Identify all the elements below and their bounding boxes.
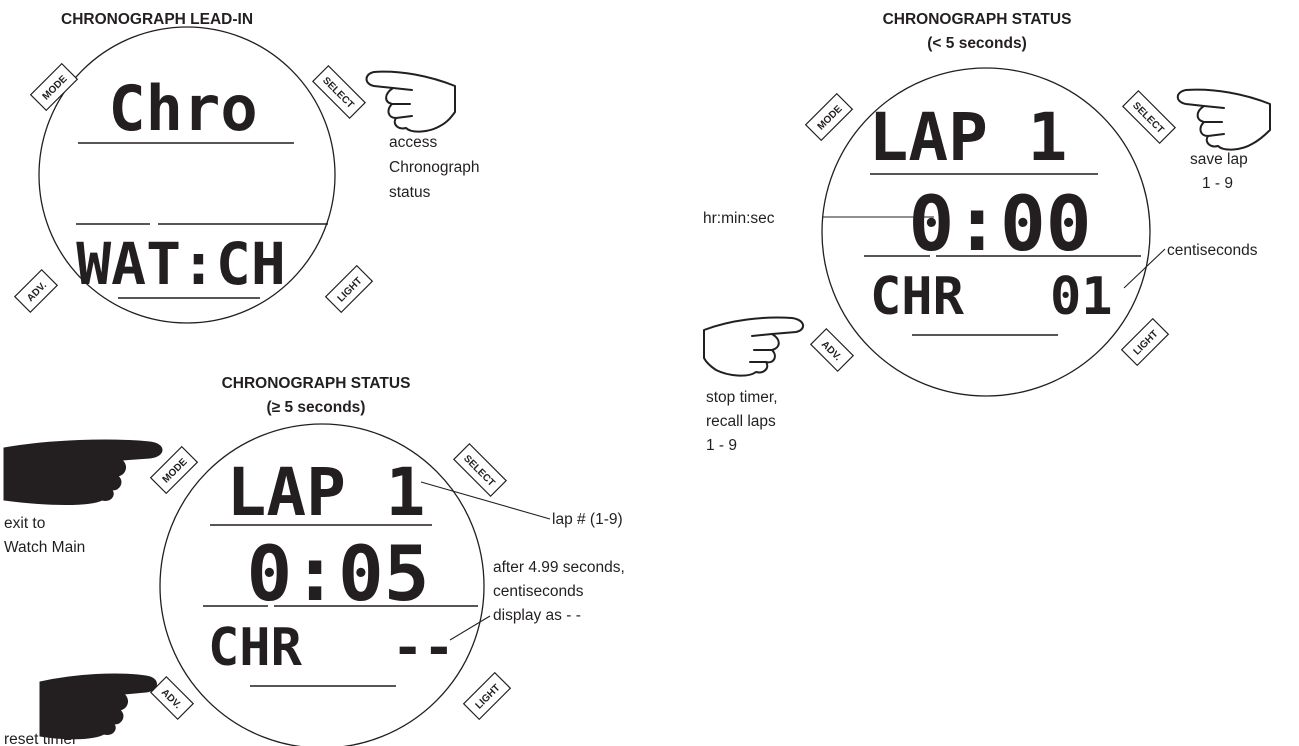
leader-line [420, 481, 551, 520]
lap-callout: lap # (1-9) [552, 511, 623, 528]
status-5-plus-title: CHRONOGRAPH STATUS [222, 375, 411, 392]
adv-note-line-3: 1 - 9 [706, 437, 737, 454]
adv-button[interactable]: ADV. [13, 268, 59, 314]
light-button[interactable]: LIGHT [1120, 317, 1170, 367]
adv-button[interactable]: ADV. [149, 675, 195, 721]
select-button[interactable]: SELECT [452, 442, 508, 498]
lcd-centiseconds: 01 [1050, 267, 1113, 327]
status-5-plus-subtitle: (≥ 5 seconds) [267, 399, 366, 416]
save-lap-note-line-2: 1 - 9 [1202, 175, 1233, 192]
panel-lead-in: CHRONOGRAPH LEAD-IN MODE SELECT ADV. LIG… [13, 11, 479, 324]
adv-note-line-1: stop timer, [706, 389, 778, 406]
adv-button[interactable]: ADV. [809, 327, 855, 373]
light-button[interactable]: LIGHT [462, 671, 512, 721]
lcd-lap-line: LAP 1 [869, 99, 1068, 176]
lcd-time-line: 0:05 [246, 529, 429, 618]
panel-status-5-plus: CHRONOGRAPH STATUS (≥ 5 seconds) MODE SE… [3, 375, 625, 746]
centi-note-line-1: after 4.99 seconds, [493, 559, 625, 576]
save-lap-note-line-1: save lap [1190, 151, 1248, 168]
pointing-hand-icon [365, 70, 456, 133]
lcd-chr-label: CHR [208, 618, 303, 678]
watch-bezel [38, 26, 336, 324]
status-under-5-title: CHRONOGRAPH STATUS [883, 11, 1072, 28]
watch-bezel [821, 67, 1151, 397]
mode-note-line-2: Watch Main [4, 539, 85, 556]
light-button[interactable]: LIGHT [324, 264, 374, 314]
mode-button[interactable]: MODE [804, 92, 854, 142]
lcd-centiseconds: -- [392, 618, 455, 678]
pointing-hand-icon [703, 316, 804, 377]
panel-status-under-5: CHRONOGRAPH STATUS (< 5 seconds) MODE SE… [703, 11, 1271, 454]
access-note-line-1: access [389, 134, 437, 151]
centiseconds-callout: centiseconds [1167, 242, 1258, 259]
lcd-time-line: 0:00 [908, 179, 1091, 268]
adv-note-line-2: recall laps [706, 413, 776, 430]
lcd-line-1: Chro [108, 72, 257, 145]
pointing-hand-icon [39, 673, 157, 740]
lead-in-title: CHRONOGRAPH LEAD-IN [61, 11, 253, 28]
lcd-line-2: WAT:CH [76, 230, 286, 298]
centi-note-line-3: display as - - [493, 607, 581, 624]
select-button[interactable]: SELECT [1121, 89, 1177, 145]
pointing-hand-icon [3, 439, 163, 505]
lcd-lap-line: LAP 1 [227, 454, 426, 531]
status-under-5-subtitle: (< 5 seconds) [927, 35, 1027, 52]
leader-line [449, 615, 491, 641]
time-callout: hr:min:sec [703, 210, 775, 227]
reset-timer-note: reset timer [4, 731, 77, 746]
access-note-line-3: status [389, 184, 431, 201]
pointing-hand-icon [1176, 88, 1271, 151]
watch-bezel [159, 423, 485, 746]
lcd-chr-label: CHR [870, 267, 965, 327]
mode-note-line-1: exit to [4, 515, 45, 532]
centi-note-line-2: centiseconds [493, 583, 584, 600]
access-note-line-2: Chronograph [389, 159, 479, 176]
leader-line [1123, 248, 1166, 289]
